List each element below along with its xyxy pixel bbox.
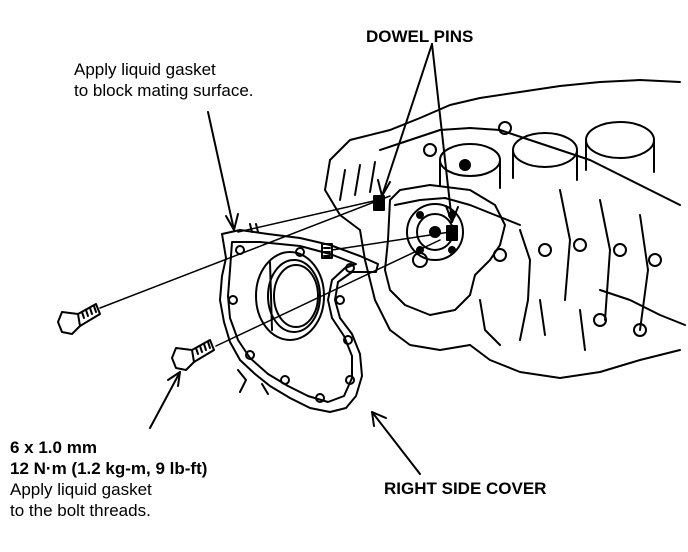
upper-bolt <box>57 303 101 335</box>
bolt-gasket-line-2: to the bolt threads. <box>10 501 151 520</box>
dowel-pins-label: DOWEL PINS <box>366 27 474 46</box>
engine-block <box>324 79 686 379</box>
bolt-torque: 12 N·m (1.2 kg-m, 9 lb-ft) <box>10 459 208 478</box>
gasket-surface-note: Apply liquid gasket to block mating surf… <box>74 59 254 101</box>
lower-bolt <box>171 339 215 371</box>
bolt-size: 6 x 1.0 mm <box>10 438 97 457</box>
right-side-cover-label: RIGHT SIDE COVER <box>384 479 547 498</box>
bolt-gasket-line-1: Apply liquid gasket <box>10 480 152 499</box>
right-side-cover <box>219 223 379 413</box>
gasket-surface-line-1: Apply liquid gasket <box>74 60 216 79</box>
gasket-surface-line-2: to block mating surface. <box>74 81 254 100</box>
bolt-spec-note: 6 x 1.0 mm 12 N·m (1.2 kg-m, 9 lb-ft) Ap… <box>10 437 207 521</box>
callout-leaders <box>149 43 459 475</box>
guide-lines <box>99 195 451 347</box>
